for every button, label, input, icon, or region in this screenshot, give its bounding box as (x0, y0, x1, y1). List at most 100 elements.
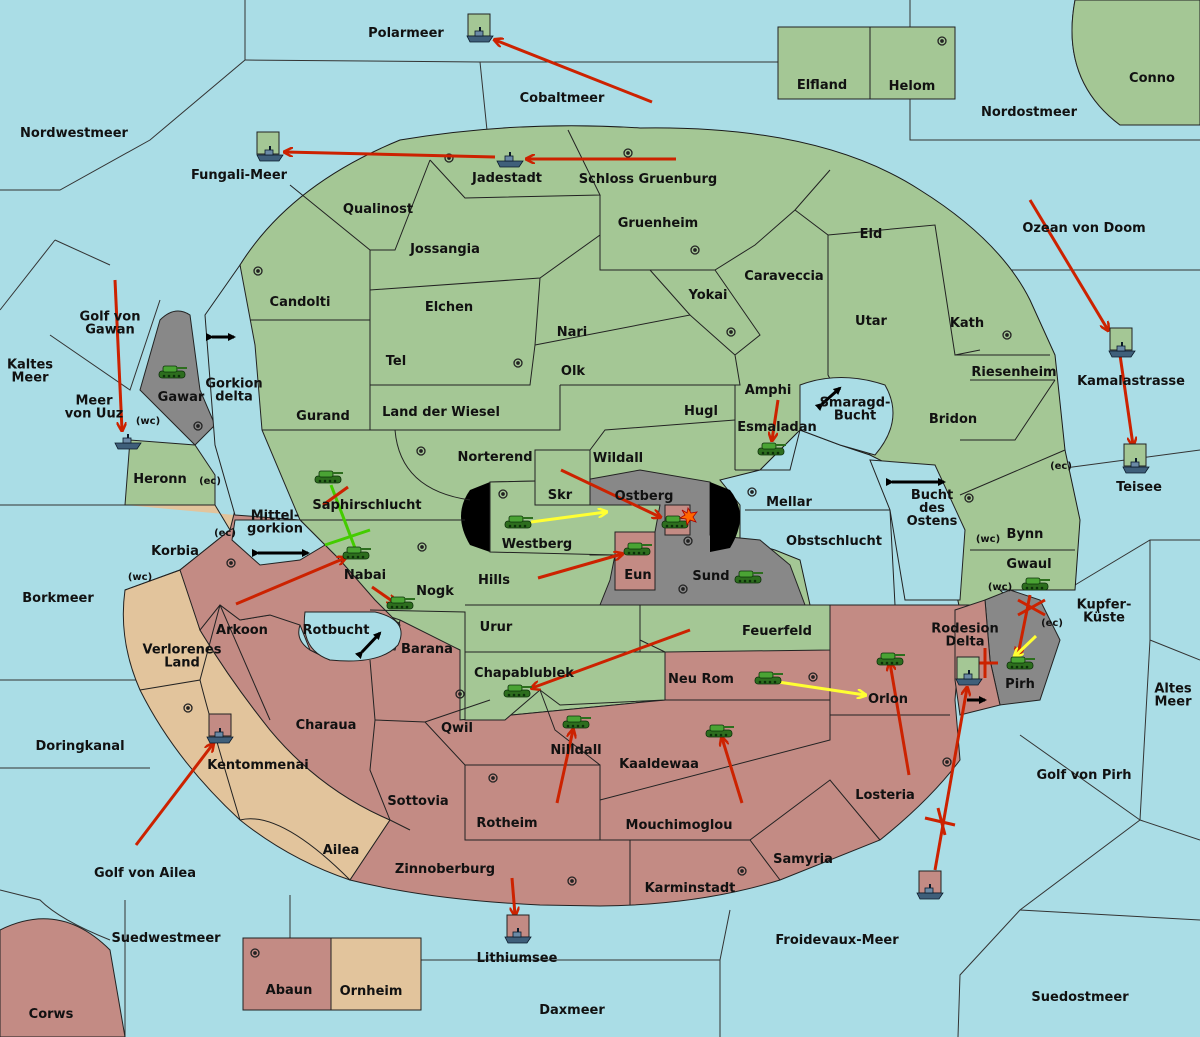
tank-icon (158, 365, 188, 379)
tank-icon (342, 546, 372, 560)
supply-center-icon (737, 866, 747, 876)
supply-center-icon (1002, 330, 1012, 340)
province-label-qwil: Qwil (441, 721, 473, 736)
supply-center-icon (747, 487, 757, 497)
province-label-mouchimoglou: Mouchimoglou (626, 818, 733, 833)
province-label-doringkanal: Doringkanal (35, 739, 124, 754)
province-label-gwaul: Gwaul (1006, 557, 1051, 572)
province-label-sund: Sund (692, 569, 729, 584)
province-label-kath: Kath (950, 316, 984, 331)
tank-icon (876, 652, 906, 666)
supply-center-icon (964, 493, 974, 503)
province-label-abaun: Abaun (266, 983, 313, 998)
supply-center-icon (623, 148, 633, 158)
tank-icon (754, 671, 784, 685)
tank-icon (734, 570, 764, 584)
province-label-eun: Eun (624, 568, 651, 583)
province-label-gurand: Gurand (296, 409, 350, 424)
province-label-hugl: Hugl (684, 404, 718, 419)
province-label-wildall: Wildall (593, 451, 643, 466)
tank-icon (1006, 656, 1036, 670)
tank-icon (386, 596, 416, 610)
province-label-qualinost: Qualinost (343, 202, 413, 217)
province-conno-fill (1071, 0, 1200, 126)
double-arrow-icon (206, 333, 987, 704)
province-label-feuerfeld: Feuerfeld (742, 624, 812, 639)
province-label-sottovia: Sottovia (387, 794, 448, 809)
province-label-elchen: Elchen (425, 300, 473, 315)
province-label-skr: Skr (548, 488, 573, 503)
province-label-kaaldewaa: Kaaldewaa (619, 757, 699, 772)
province-label-nogk: Nogk (416, 584, 454, 599)
coast-tag-wc: (wc) (128, 572, 152, 583)
province-label-chapablublek: Chapablublek (474, 666, 574, 681)
supply-center-icon (416, 446, 426, 456)
province-label-bynn: Bynn (1007, 527, 1044, 542)
province-label-norterend: Norterend (457, 450, 532, 465)
province-label-daxmeer: Daxmeer (539, 1003, 605, 1018)
province-label-jadestadt: Jadestadt (471, 171, 542, 186)
province-label-fungali-meer: Fungali-Meer (191, 168, 288, 183)
province-ornheim-fill (330, 937, 422, 1011)
province-label-saphirschlucht: Saphirschlucht (312, 498, 421, 513)
province-chapablublek-fill (464, 651, 666, 721)
province-label-korbia: Korbia (151, 544, 199, 559)
province-label-lithiumsee: Lithiumsee (477, 951, 558, 966)
province-label-helom: Helom (889, 79, 936, 94)
coast-tag-ec: (ec) (1050, 461, 1072, 472)
supply-center-icon (455, 689, 465, 699)
province-corws-fill (0, 918, 126, 1037)
province-label-teisee: Teisee (1116, 480, 1162, 495)
province-label-obstschlucht: Obstschlucht (786, 534, 882, 549)
province-label-elfland: Elfland (797, 78, 847, 93)
province-skr-fill (534, 449, 591, 506)
province-label-tel: Tel (386, 354, 406, 369)
gorkion-delta-sea (204, 263, 301, 521)
province-label-esmaladan: Esmaladan (737, 420, 817, 435)
coast-tag-ec: (ec) (214, 528, 236, 539)
province-label-losteria: Losteria (855, 788, 915, 803)
tank-icon (1021, 577, 1051, 591)
coast-tag-wc: (wc) (988, 582, 1012, 593)
province-label-smaragd-bucht: Smaragd-Bucht (820, 396, 891, 424)
province-helom-fill (869, 26, 956, 100)
province-label-charaua: Charaua (296, 718, 357, 733)
province-label-zinnoberburg: Zinnoberburg (395, 862, 495, 877)
province-label-suedostmeer: Suedostmeer (1031, 990, 1129, 1005)
supply-center-icon (250, 948, 260, 958)
supply-center-icon (253, 266, 263, 276)
province-label-caraveccia: Caraveccia (744, 269, 823, 284)
supply-center-icon (683, 536, 693, 546)
province-label-amphi: Amphi (745, 383, 792, 398)
province-label-ostberg: Ostberg (615, 489, 674, 504)
province-label-nari: Nari (557, 325, 588, 340)
supply-center-icon (808, 672, 818, 682)
province-label-gruenheim: Gruenheim (618, 216, 698, 231)
province-label-polarmeer: Polarmeer (368, 26, 444, 41)
supply-center-icon (488, 773, 498, 783)
green-region (239, 125, 1081, 721)
supply-center-icon (678, 584, 688, 594)
fleets[interactable] (114, 13, 1150, 944)
province-label-mittel-gorkion: Mittel-gorkion (247, 509, 303, 537)
province-label-cobaltmeer: Cobaltmeer (520, 91, 605, 106)
tank-icon (504, 515, 534, 529)
supply-center-icon (193, 421, 203, 431)
province-label-utar: Utar (855, 314, 888, 329)
province-label-arkoon: Arkoon (216, 623, 268, 638)
move-orders (113, 40, 1133, 915)
supply-center-icon (690, 245, 700, 255)
supply-centers (183, 36, 1012, 958)
province-label-nordwestmeer: Nordwestmeer (20, 126, 128, 141)
tank-icon (623, 542, 653, 556)
tank-icon (314, 470, 344, 484)
province-label-borkmeer: Borkmeer (22, 591, 94, 606)
explosion-icon (678, 506, 698, 527)
province-label-land-der-wiesel: Land der Wiesel (382, 405, 500, 420)
province-label-rotheim: Rotheim (476, 816, 537, 831)
province-label-yokai: Yokai (687, 288, 727, 303)
